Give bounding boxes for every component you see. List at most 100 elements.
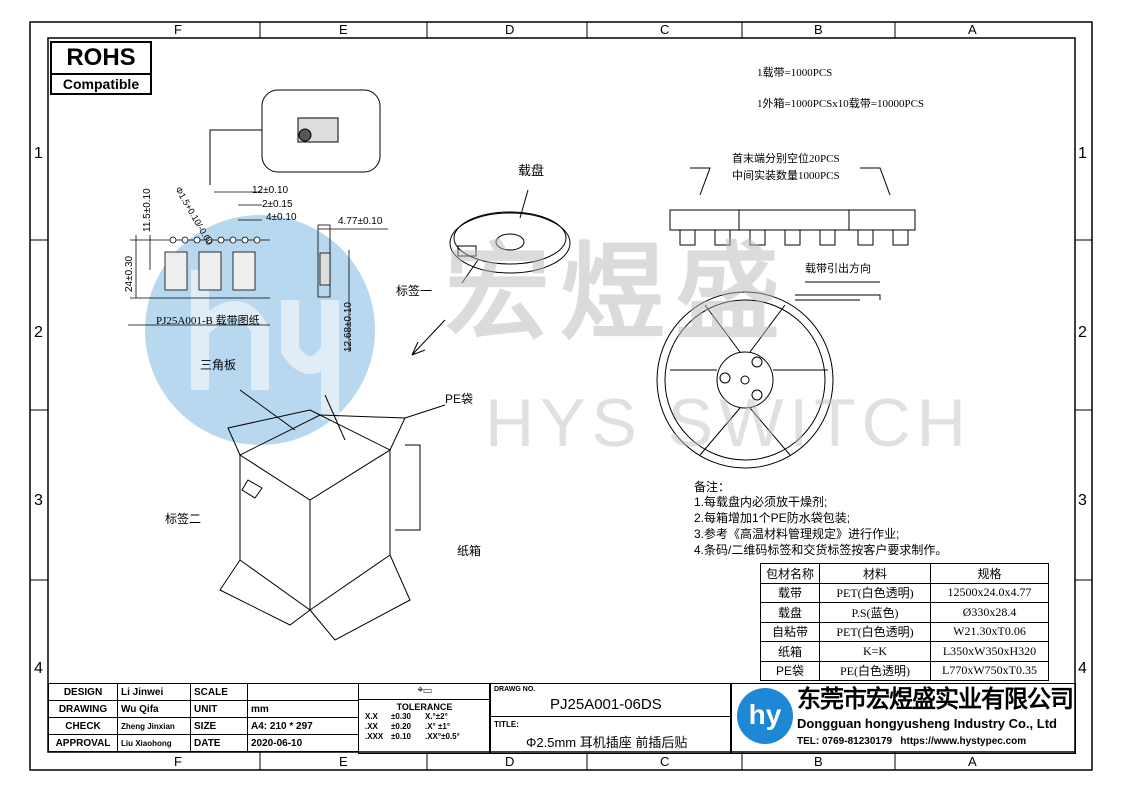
- row-label-1: 1: [34, 145, 43, 162]
- cell: W21.30xT0.06: [930, 621, 1049, 642]
- note-3: 3.参考《高温材料管理规定》进行作业;: [694, 527, 900, 541]
- col-label-b-bottom: B: [814, 754, 823, 769]
- carton-label: 纸箱: [457, 544, 482, 558]
- col-label-e: E: [339, 22, 348, 37]
- row-label-4: 4: [34, 660, 43, 677]
- row-label-3: 3: [34, 492, 43, 509]
- tol-cell: .X° ±1°: [425, 722, 451, 731]
- row-label-2-right: 2: [1078, 324, 1087, 341]
- notes-title: 备注：: [694, 480, 731, 494]
- company-block: hy 东莞市宏煜盛实业有限公司 Dongguan hongyusheng Ind…: [730, 683, 1076, 754]
- arrow-icon: [411, 319, 446, 356]
- note-1: 1.每载盘内必须放干燥剂;: [694, 495, 828, 509]
- col-label-f-bottom: F: [174, 754, 182, 769]
- tape-caption: PJ25A001-B 载带图纸: [156, 315, 260, 327]
- design-value: Li Jinwei: [117, 683, 191, 701]
- drawing-info-block: DRAWG NO. PJ25A001-06DS TITLE: Φ2.5mm 耳机…: [489, 683, 732, 754]
- approval-label: APPROVAL: [48, 734, 118, 752]
- cell: P.S(蓝色): [819, 602, 931, 623]
- cell: PE(白色透明): [819, 660, 931, 681]
- cell: Ø330x28.4: [930, 602, 1049, 623]
- rohs-badge: ROHS Compatible: [50, 41, 152, 95]
- header-cell: 材料: [819, 563, 931, 584]
- company-name-cn: 东莞市宏煜盛实业有限公司: [797, 686, 1074, 713]
- company-logo-icon: hy: [737, 688, 793, 744]
- reel-front-view: [656, 291, 881, 469]
- dim-pitch: 12±0.10: [252, 185, 289, 196]
- row-label-3-right: 3: [1078, 492, 1087, 509]
- packing-line-2: 1外箱=1000PCSx10载带=10000PCS: [757, 98, 925, 110]
- dim-24: 24±0.30: [124, 255, 135, 292]
- col-label-c: C: [660, 22, 670, 37]
- col-label-d-bottom: D: [505, 754, 515, 769]
- cell: 自粘带: [760, 621, 820, 642]
- cell: PET(白色透明): [819, 582, 931, 603]
- cell: 12500x24.0x4.77: [930, 582, 1049, 603]
- row-label-2: 2: [34, 324, 43, 341]
- tol-cell: ±0.10: [391, 732, 411, 741]
- tolerance-block: ⌖▭ TOLERANCE X.X ±0.30 X.°±2° .XX ±0.20 .X° …: [358, 683, 491, 754]
- scale-value: [247, 683, 359, 701]
- unit-label: UNIT: [190, 700, 248, 718]
- carton-box: [219, 389, 446, 641]
- dim-2: 2±0.15: [262, 199, 293, 210]
- col-label-a: A: [968, 22, 977, 37]
- cell: PET(白色透明): [819, 621, 931, 642]
- col-label-a-bottom: A: [968, 754, 977, 769]
- rohs-title: ROHS: [66, 44, 136, 71]
- note-4: 4.条码/二维码标签和交货标签按客户要求制作。: [694, 543, 948, 557]
- carrier-tape-drawing: [128, 191, 388, 352]
- cell: 载盘: [760, 602, 820, 623]
- cell: K=K: [819, 641, 931, 662]
- drawing-title: Φ2.5mm 耳机插座 前插后贴: [526, 735, 688, 750]
- tolerance-title: TOLERANCE: [396, 702, 453, 712]
- col-label-e-bottom: E: [339, 754, 348, 769]
- design-label: DESIGN: [48, 683, 118, 701]
- col-label-d: D: [505, 22, 515, 37]
- cell: L350xW350xH320: [930, 641, 1049, 662]
- tol-cell: X.X: [365, 712, 378, 721]
- tol-cell: ±0.30: [391, 712, 411, 721]
- empty-note: 首末端分别空位20PCS: [732, 153, 840, 165]
- dim-4: 4±0.10: [266, 212, 297, 223]
- tol-cell: ±0.20: [391, 722, 411, 731]
- tol-cell: X.°±2°: [425, 712, 448, 721]
- size-label: SIZE: [190, 717, 248, 735]
- header-cell: 包材名称: [760, 563, 820, 584]
- col-label-b: B: [814, 22, 823, 37]
- approval-value: Liu Xiaohong: [117, 734, 191, 752]
- size-value: A4: 210 * 297: [247, 717, 359, 735]
- drawing-no-label: DRAWG NO.: [494, 686, 536, 693]
- company-contact: TEL: 0769-81230179 https://www.hystypec.…: [797, 736, 1027, 747]
- company-name-en: Dongguan hongyusheng Industry Co., Ltd: [797, 716, 1057, 731]
- date-value: 2020-06-10: [247, 734, 359, 752]
- count-note: 中间实装数量1000PCS: [732, 170, 840, 182]
- row-label-1-right: 1: [1078, 145, 1087, 162]
- cell: L770xW750xT0.35: [930, 660, 1049, 681]
- packing-line-1: 1载带=1000PCS: [757, 67, 833, 79]
- label2-label: 标签二: [165, 512, 202, 526]
- title-label: TITLE:: [494, 720, 519, 729]
- tape-strip: [669, 167, 916, 283]
- part-callout: [209, 89, 381, 185]
- tol-cell: .XX: [365, 722, 378, 731]
- drawing-no: PJ25A001-06DS: [550, 696, 662, 713]
- cell: 纸箱: [760, 641, 820, 662]
- scale-label: SCALE: [190, 683, 248, 701]
- reel-label: 载盘: [518, 163, 545, 178]
- cell: PE袋: [760, 660, 820, 681]
- note-2: 2.每箱增加1个PE防水袋包装;: [694, 511, 851, 525]
- pe-bag-label: PE袋: [445, 392, 474, 406]
- watermark-logo: [145, 215, 375, 445]
- date-label: DATE: [190, 734, 248, 752]
- table-header-row: 包材名称材料规格: [760, 563, 1049, 584]
- drawing-label: DRAWING: [48, 700, 118, 718]
- projection-symbol-icon: ⌖▭: [359, 684, 490, 700]
